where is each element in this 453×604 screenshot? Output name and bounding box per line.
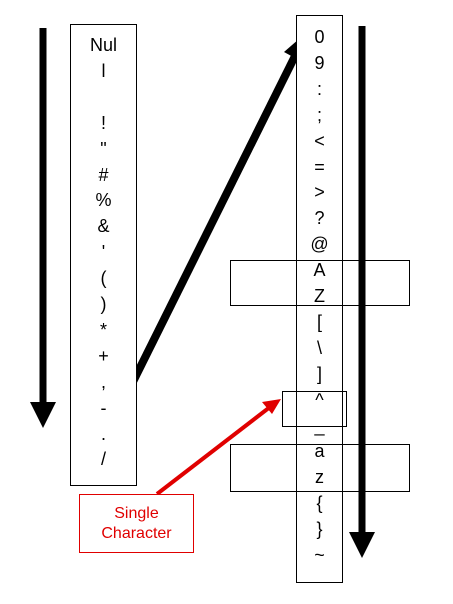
- glyph: a: [314, 441, 325, 462]
- glyph: -: [100, 397, 107, 418]
- continuation-arrow: [106, 32, 307, 430]
- lowercase-range-box: [230, 444, 410, 492]
- glyph: l: [101, 60, 106, 81]
- glyph: ]: [316, 363, 322, 384]
- glyph: *: [99, 319, 107, 340]
- glyph: =: [314, 156, 325, 177]
- left-character-column: Nul l! " #% & ' () * +, -. /: [70, 24, 137, 486]
- callout-arrow: [155, 399, 281, 496]
- glyph: }: [316, 519, 323, 540]
- glyph: ;: [316, 104, 322, 125]
- uppercase-range-box: [230, 260, 410, 306]
- glyph: %: [95, 190, 112, 211]
- glyph: (: [100, 268, 107, 289]
- single-character-callout: Single Character: [79, 494, 194, 553]
- glyph: &: [97, 216, 110, 237]
- glyph: ?: [314, 208, 325, 229]
- glyph: .: [100, 423, 106, 444]
- glyph: @: [310, 234, 329, 255]
- left-down-arrow: [30, 28, 56, 428]
- glyph: !: [100, 112, 106, 133]
- callout-line-1: Single: [114, 504, 159, 522]
- single-character-box: [282, 391, 347, 427]
- glyph: Z: [314, 286, 325, 306]
- glyph: A: [313, 260, 326, 281]
- glyph: ': [101, 242, 106, 263]
- glyph: :: [316, 78, 322, 99]
- glyph: #: [98, 164, 109, 185]
- glyph: 9: [314, 52, 325, 73]
- glyph: ): [100, 294, 107, 314]
- glyph: [: [316, 311, 322, 332]
- glyph: 0: [314, 27, 325, 47]
- glyph: \: [316, 337, 322, 358]
- glyph: z: [315, 467, 324, 488]
- callout-line-2: Character: [101, 524, 172, 542]
- glyph: /: [100, 449, 106, 470]
- glyph: <: [314, 130, 325, 151]
- glyph: ~: [314, 545, 325, 565]
- glyph: ": [100, 138, 107, 159]
- glyph: +: [98, 345, 109, 366]
- glyph: _: [314, 415, 325, 436]
- glyph: {: [316, 493, 323, 514]
- glyph: ^: [315, 389, 324, 410]
- glyph: >: [314, 182, 325, 203]
- glyph: ,: [100, 371, 106, 392]
- glyph: Nul: [89, 35, 117, 55]
- right-down-arrow: [349, 26, 375, 558]
